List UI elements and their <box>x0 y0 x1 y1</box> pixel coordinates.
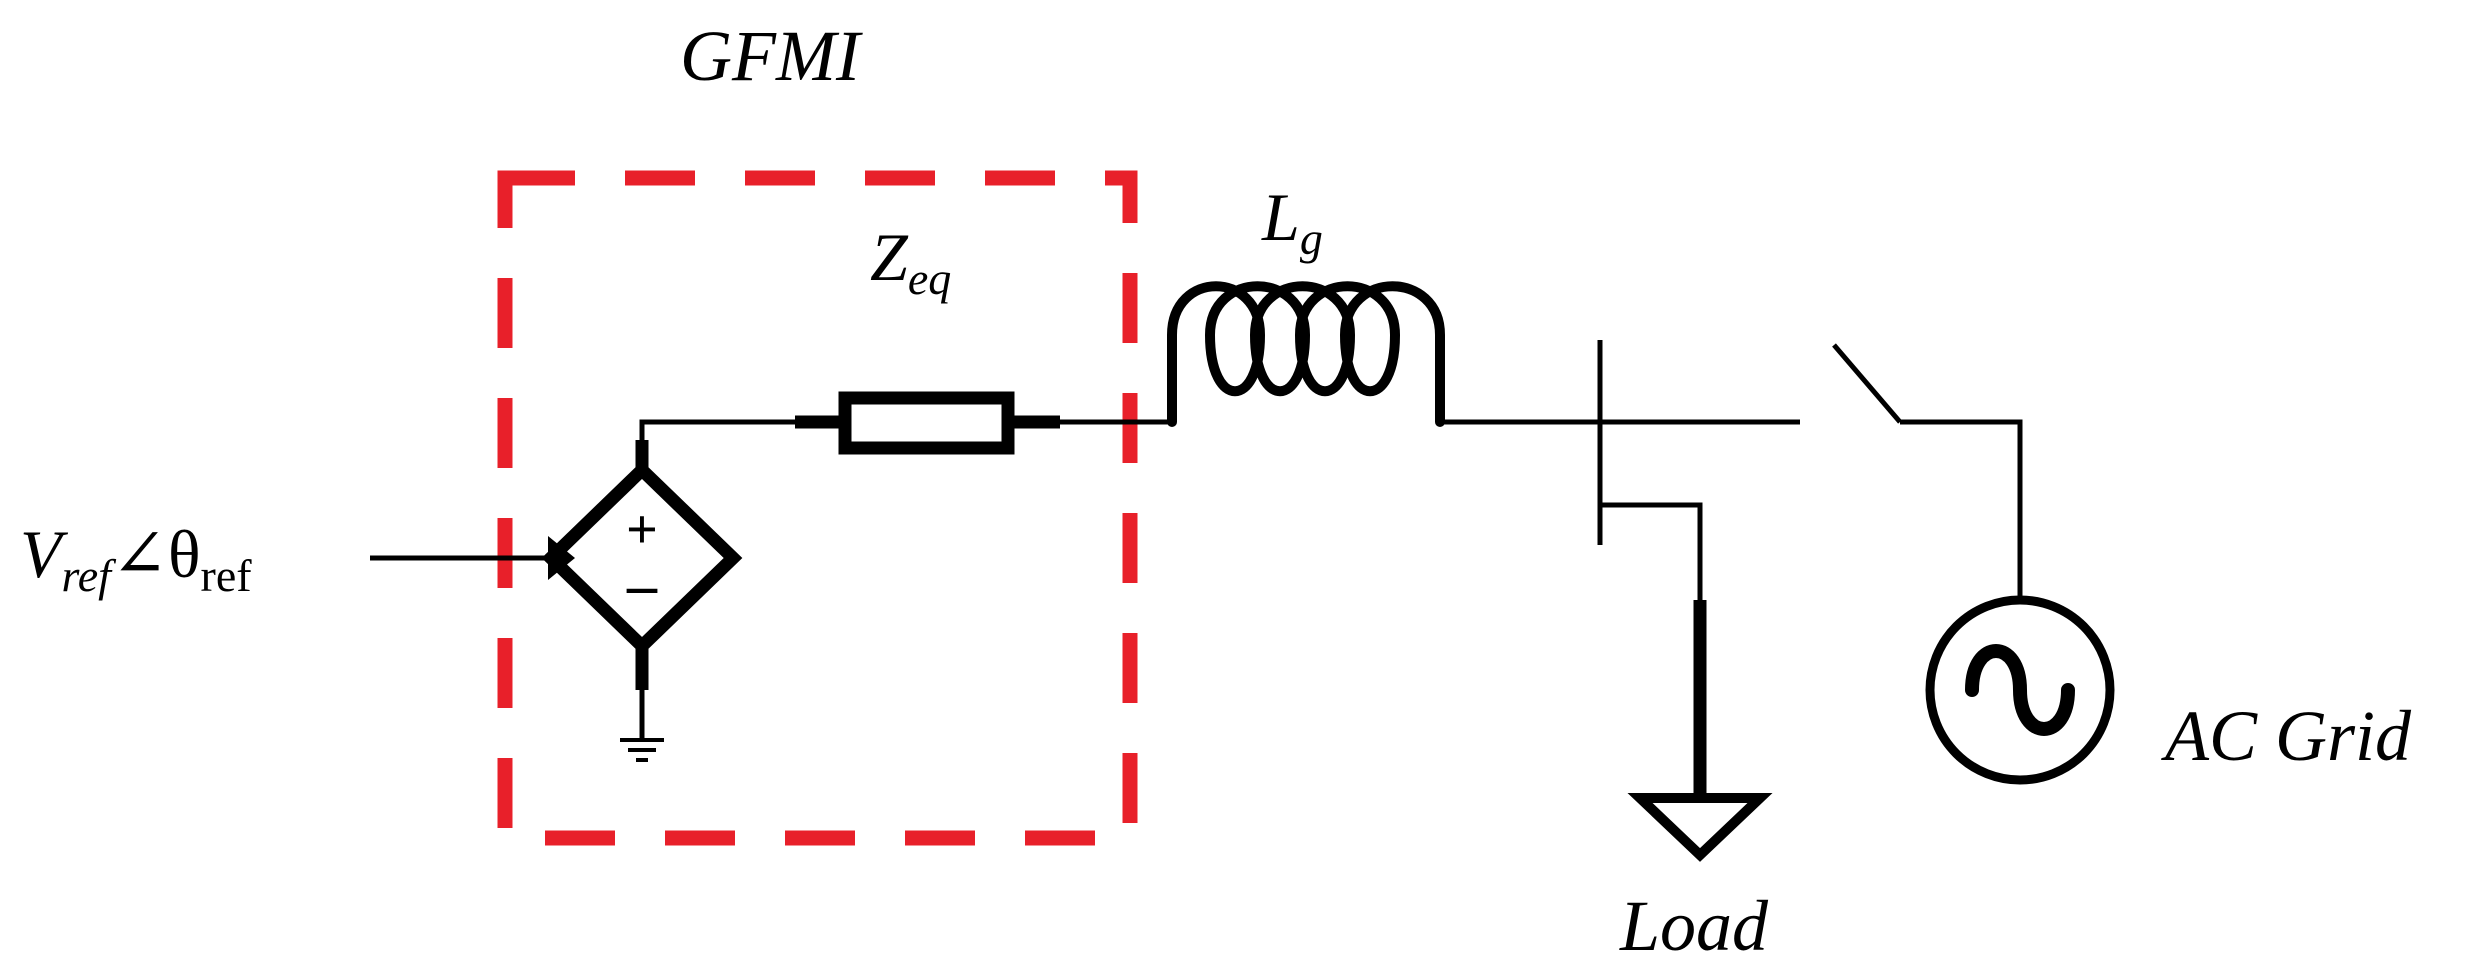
source-top-wire <box>639 419 845 470</box>
gfmi-boundary-box <box>497 170 1138 846</box>
lg-main: L <box>1261 179 1300 255</box>
plus-sign: + <box>626 499 658 561</box>
vref-main: V <box>20 516 69 592</box>
switch-icon <box>1832 343 2023 598</box>
zeq-sub: eq <box>908 253 951 304</box>
zeq-main: Z <box>870 219 909 295</box>
minus-sign: – <box>626 552 658 618</box>
lg-sub: g <box>1300 213 1323 264</box>
vref-sub: ref <box>62 550 118 601</box>
gfmi-label: GFMI <box>680 16 863 96</box>
angle-symbol: ∠ <box>111 516 168 592</box>
ground-icon <box>620 738 664 762</box>
ac-grid-label: AC Grid <box>2161 696 2412 776</box>
inductor-icon <box>1167 281 1445 427</box>
theta-sub: ref <box>201 550 253 601</box>
load-branch-wire <box>1600 502 1703 600</box>
dependent-voltage-source-icon: + – <box>541 460 743 656</box>
load-triangle-icon <box>1627 793 1773 862</box>
zeq-label: Zeq <box>870 219 951 304</box>
vref-label: Vref∠θref <box>20 516 252 601</box>
load-label: Load <box>1619 886 1769 966</box>
resistor-icon <box>795 391 1060 455</box>
ac-source-icon <box>1925 595 2115 785</box>
lg-label: Lg <box>1261 179 1323 264</box>
theta-symbol: θ <box>168 516 201 592</box>
